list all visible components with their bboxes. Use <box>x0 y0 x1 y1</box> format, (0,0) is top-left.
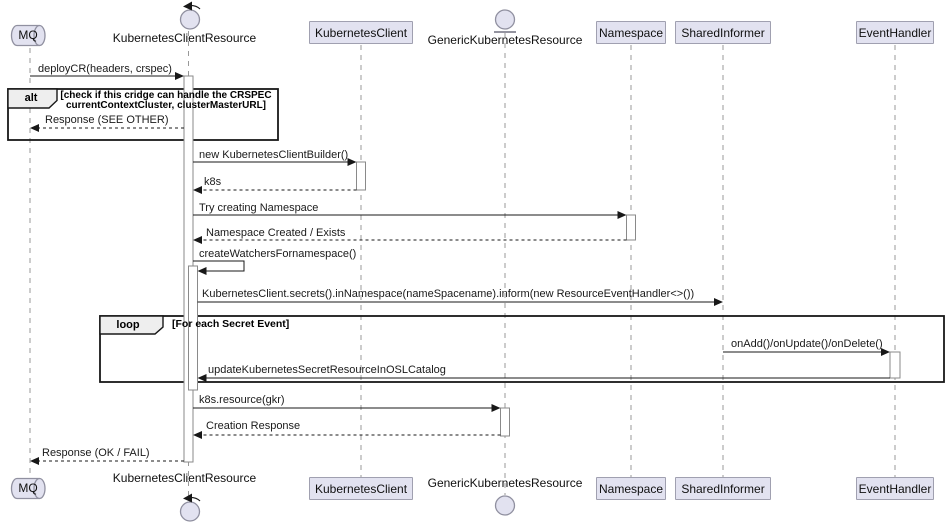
alt-guard-line2: currentContextCluster, clusterMasterURL] <box>65 99 267 111</box>
participant-eventhandler-top: EventHandler <box>856 21 934 44</box>
message-label-creation-response: Creation Response <box>206 420 301 432</box>
loop-fragment <box>99 315 945 383</box>
message-label-try-namespace: Try creating Namespace <box>199 202 319 214</box>
participant-kcr-label-top: KubernetesClientResource <box>112 31 257 45</box>
message-label-k8s: k8s <box>204 176 222 188</box>
queue-icon-bottom <box>10 477 46 500</box>
message-label-deploycr: deployCR(headers, crspec) <box>38 63 172 75</box>
loop-guard: [For each Secret Event] <box>172 318 290 330</box>
participant-kubernetesclient-bottom: KubernetesClient <box>309 477 413 500</box>
participant-kcr-label-bottom: KubernetesClientResource <box>112 471 257 485</box>
participant-mq-bottom: MQ <box>18 481 38 495</box>
control-icon-bottom <box>179 493 201 522</box>
participant-namespace-bottom: Namespace <box>596 477 666 500</box>
participant-gkr-label-top: GenericKubernetesResource <box>427 33 583 47</box>
alt-guard: [check if this cridge can handle the CRS… <box>55 90 277 111</box>
queue-icon-top <box>10 24 46 47</box>
activation-kcr-nested <box>188 265 198 391</box>
activation-eventhandler <box>889 351 901 379</box>
message-label-namespace-created: Namespace Created / Exists <box>206 227 346 239</box>
message-label-update-catalog: updateKubernetesSecretResourceInOSLCatal… <box>208 364 446 376</box>
participant-eventhandler-bottom: EventHandler <box>856 477 934 500</box>
alt-fragment <box>7 88 279 141</box>
participant-gkr-label-bottom: GenericKubernetesResource <box>427 476 583 490</box>
participant-sharedinformer-top: SharedInformer <box>675 21 771 44</box>
activation-namespace <box>626 214 636 241</box>
control-icon-top <box>179 1 201 30</box>
participant-namespace-top: Namespace <box>596 21 666 44</box>
alt-operator-label: alt <box>24 92 38 104</box>
loop-operator-label: loop <box>116 319 140 331</box>
message-label-new-builder: new KubernetesClientBuilder() <box>199 149 349 161</box>
message-label-response-ok-fail: Response (OK / FAIL) <box>42 447 150 459</box>
activation-gkr <box>500 407 510 437</box>
participant-mq-top: MQ <box>18 28 38 42</box>
activation-bars <box>183 75 901 463</box>
participant-sharedinformer-bottom: SharedInformer <box>675 477 771 500</box>
entity-icon-top <box>494 9 516 33</box>
participant-kubernetesclient-top: KubernetesClient <box>309 21 413 44</box>
message-label-create-watchers: createWatchersFornamespace() <box>199 248 357 260</box>
message-label-k8s-resource: k8s.resource(gkr) <box>199 394 285 406</box>
entity-icon-bottom <box>494 495 516 516</box>
message-arrows <box>30 72 890 465</box>
loop-operator-pentagon <box>99 315 164 335</box>
alt-operator-pentagon <box>7 88 58 109</box>
message-label-inform: KubernetesClient.secrets().inNamespace(n… <box>202 288 695 300</box>
message-label-on-events: onAdd()/onUpdate()/onDelete() <box>731 338 883 350</box>
alt-guard-line1: [check if this cridge can handle the CRS… <box>60 90 272 101</box>
message-label-response-see-other: Response (SEE OTHER) <box>45 114 169 126</box>
activation-kubernetesclient <box>356 161 366 191</box>
